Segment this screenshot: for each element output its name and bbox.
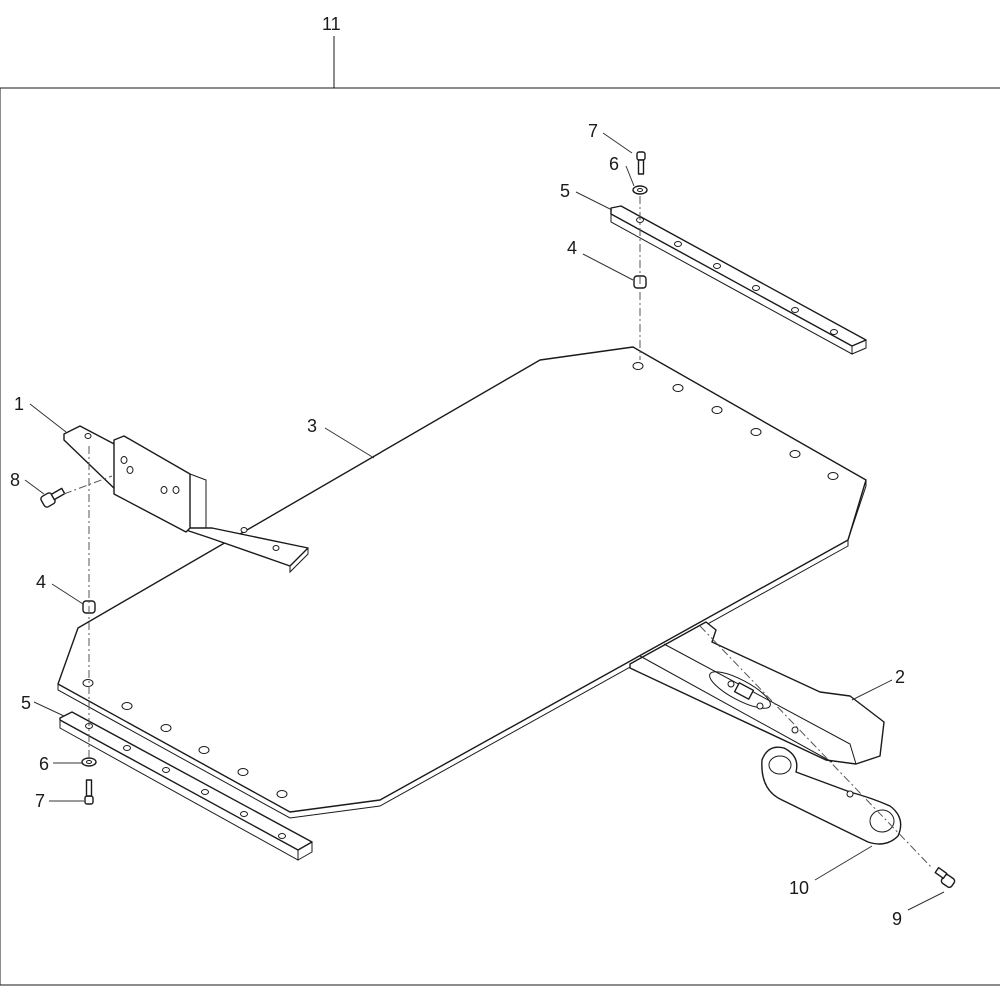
callout-4-top: 4 xyxy=(567,238,577,258)
callout-7-top: 7 xyxy=(588,121,598,141)
callout-2: 2 xyxy=(895,667,905,687)
assembly-frame xyxy=(0,36,1000,986)
washer-bottom xyxy=(81,757,97,767)
callout-9: 9 xyxy=(892,909,902,929)
base-plate xyxy=(57,346,867,819)
washer-top xyxy=(632,185,648,195)
leader-lines xyxy=(24,132,945,911)
cap-screw-right xyxy=(934,866,956,889)
bolt-bottom xyxy=(84,779,94,805)
mounting-bracket xyxy=(63,425,309,574)
callout-5-top: 5 xyxy=(560,181,570,201)
callout-6-bottom: 6 xyxy=(39,754,49,774)
plate-holes-top xyxy=(632,362,839,480)
bolt-top xyxy=(636,151,646,175)
callout-11: 11 xyxy=(322,14,341,34)
callout-8: 8 xyxy=(10,470,20,490)
callout-labels: 11 7 6 5 4 1 3 8 4 5 6 7 2 10 9 xyxy=(10,14,905,929)
callout-4-left: 4 xyxy=(36,572,46,592)
callout-5-bottom: 5 xyxy=(21,693,31,713)
callout-7-bottom: 7 xyxy=(35,791,45,811)
callout-10: 10 xyxy=(789,878,809,898)
callout-6-top: 6 xyxy=(609,154,619,174)
cap-screw-left xyxy=(40,487,66,508)
callout-3: 3 xyxy=(307,416,317,436)
drawbar-eye xyxy=(761,746,902,845)
hitch-bracket xyxy=(629,621,885,765)
callout-1: 1 xyxy=(14,394,24,414)
clamp-bar-top xyxy=(610,205,867,355)
assembly-axes xyxy=(63,196,933,869)
plate-holes-bottom xyxy=(82,679,288,798)
clamp-bar-bottom xyxy=(59,711,313,861)
